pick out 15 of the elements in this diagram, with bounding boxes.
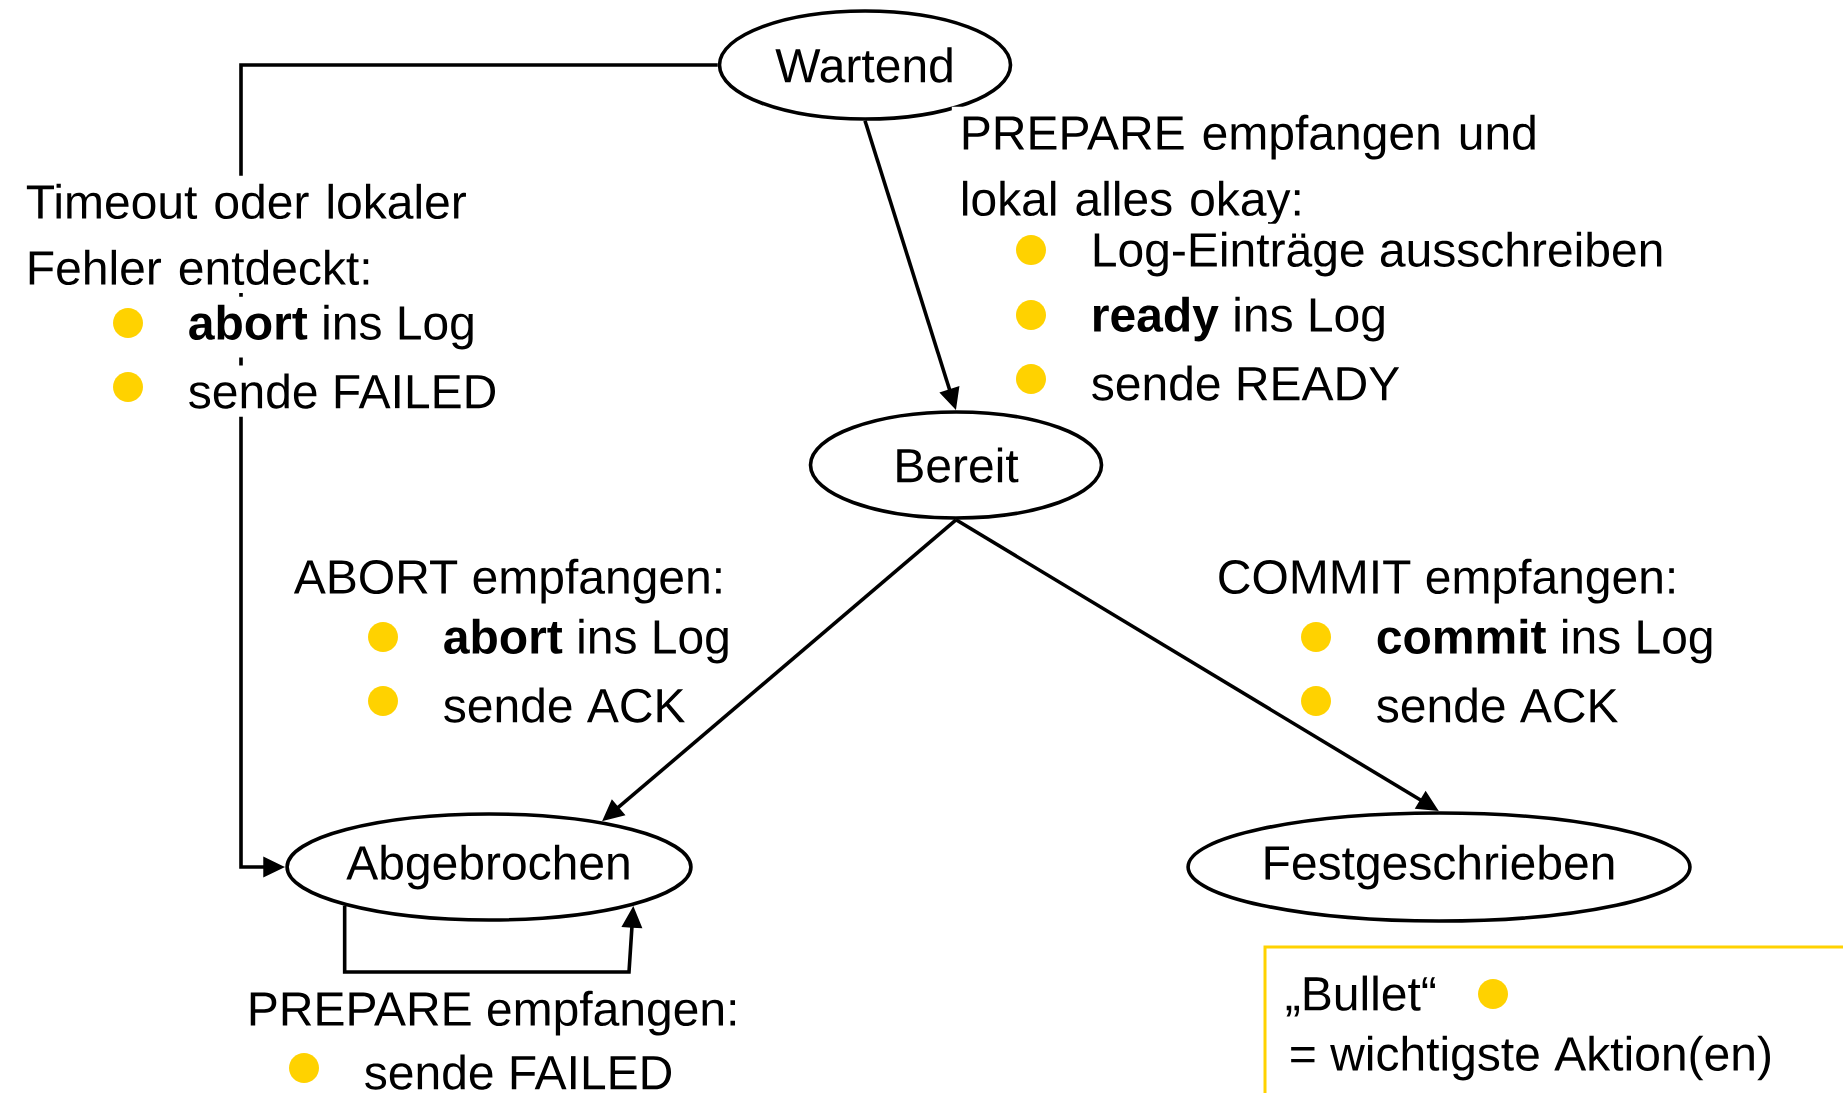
action-text: abort ins Log: [189, 304, 473, 350]
edge-label: ABORT empfangen:: [293, 558, 721, 604]
action-text: sende ACK: [444, 687, 685, 723]
action-text: sende FAILED: [365, 1054, 671, 1090]
action-text: sende ACK: [1377, 687, 1618, 723]
edge-label: COMMIT empfangen:: [1219, 558, 1674, 604]
action-text: sende READY: [1092, 365, 1400, 401]
action-text: = wichtigste Aktion(en): [1291, 1035, 1770, 1081]
edge-label: PREPARE empfangen:: [250, 990, 735, 1036]
action-text: abort ins Log: [444, 618, 728, 664]
action-text: sende FAILED: [189, 373, 495, 409]
edge-label: Timeout oder lokaler Fehler entdeckt:: [26, 183, 466, 286]
action-text: commit ins Log: [1377, 618, 1712, 664]
action-text: Log-Einträge ausschreiben: [1094, 231, 1662, 277]
action-text: ready ins Log: [1094, 296, 1384, 342]
